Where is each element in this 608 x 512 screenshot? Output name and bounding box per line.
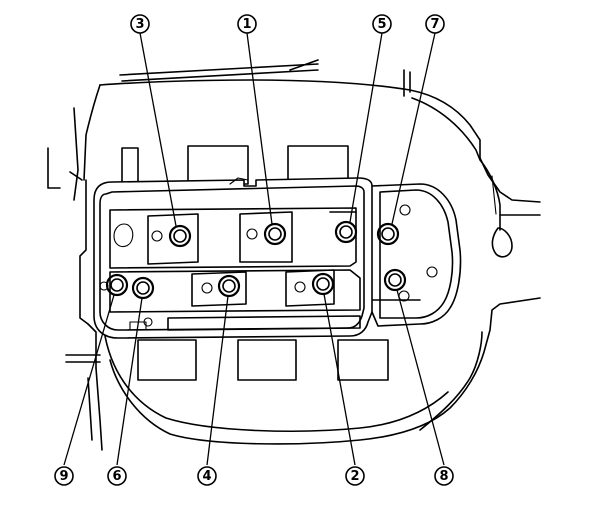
bolt-6 [131, 276, 155, 300]
callout-4-label: 4 [202, 469, 211, 484]
callout-2-label: 2 [350, 469, 359, 484]
callout-6: 6 [107, 466, 127, 486]
leader-lines [63, 32, 445, 466]
callout-1: 1 [237, 14, 257, 34]
bolt-9 [105, 273, 129, 297]
bolt-7 [376, 222, 400, 246]
upper-ports [121, 145, 349, 185]
callout-4: 4 [197, 466, 217, 486]
callout-7-label: 7 [430, 17, 439, 32]
callout-2: 2 [345, 466, 365, 486]
callout-8: 8 [434, 466, 454, 486]
bolt-8 [383, 268, 407, 292]
bolt-2 [311, 272, 335, 296]
cylinder-head [93, 177, 462, 339]
callout-8-label: 8 [439, 469, 448, 484]
callout-6-label: 6 [112, 469, 121, 484]
bolt-3 [168, 224, 192, 248]
callout-9-label: 9 [59, 469, 68, 484]
bolt-1 [263, 222, 287, 246]
lower-ports [137, 339, 389, 381]
callout-7: 7 [425, 14, 445, 34]
bolts [105, 220, 407, 300]
callout-5-label: 5 [377, 17, 386, 32]
bolt-4 [217, 274, 241, 298]
callout-3: 3 [130, 14, 150, 34]
callout-9: 9 [54, 466, 74, 486]
callout-5: 5 [372, 14, 392, 34]
callout-3-label: 3 [135, 17, 144, 32]
bolt-5 [334, 220, 358, 244]
callout-1-label: 1 [242, 17, 251, 32]
